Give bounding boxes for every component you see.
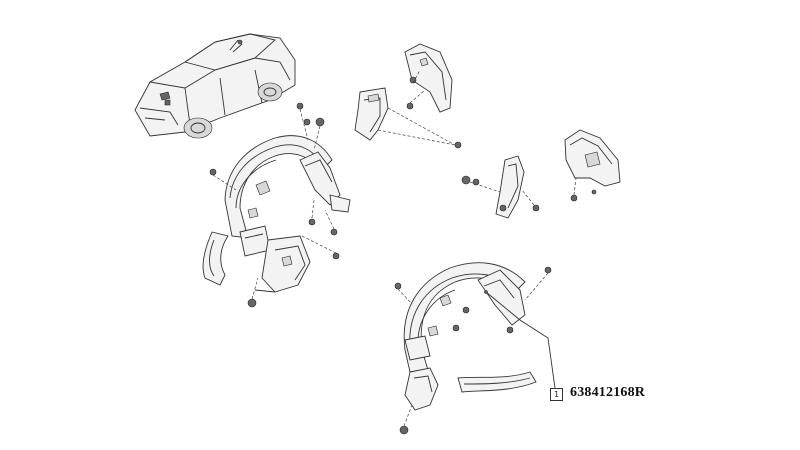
rear-right-wheel-liner — [403, 262, 526, 373]
callout-leader — [484, 290, 556, 389]
callout-index-box: 1 — [550, 388, 563, 401]
front-left-wheel-liner — [224, 135, 351, 257]
center-right-deflector — [461, 155, 540, 219]
center-upper-bracket — [354, 87, 462, 149]
front-left-fasteners — [209, 102, 340, 308]
upper-liner-segment — [404, 43, 453, 113]
front-left-lower-bracket — [254, 235, 311, 293]
rear-right-lower-parts — [404, 367, 537, 411]
part-number-label: 638412168R — [570, 385, 646, 400]
car-overview — [134, 33, 296, 139]
rear-right-liner-segment — [564, 129, 621, 202]
front-left-deflector — [202, 231, 229, 286]
rear-right-fasteners — [394, 266, 552, 435]
